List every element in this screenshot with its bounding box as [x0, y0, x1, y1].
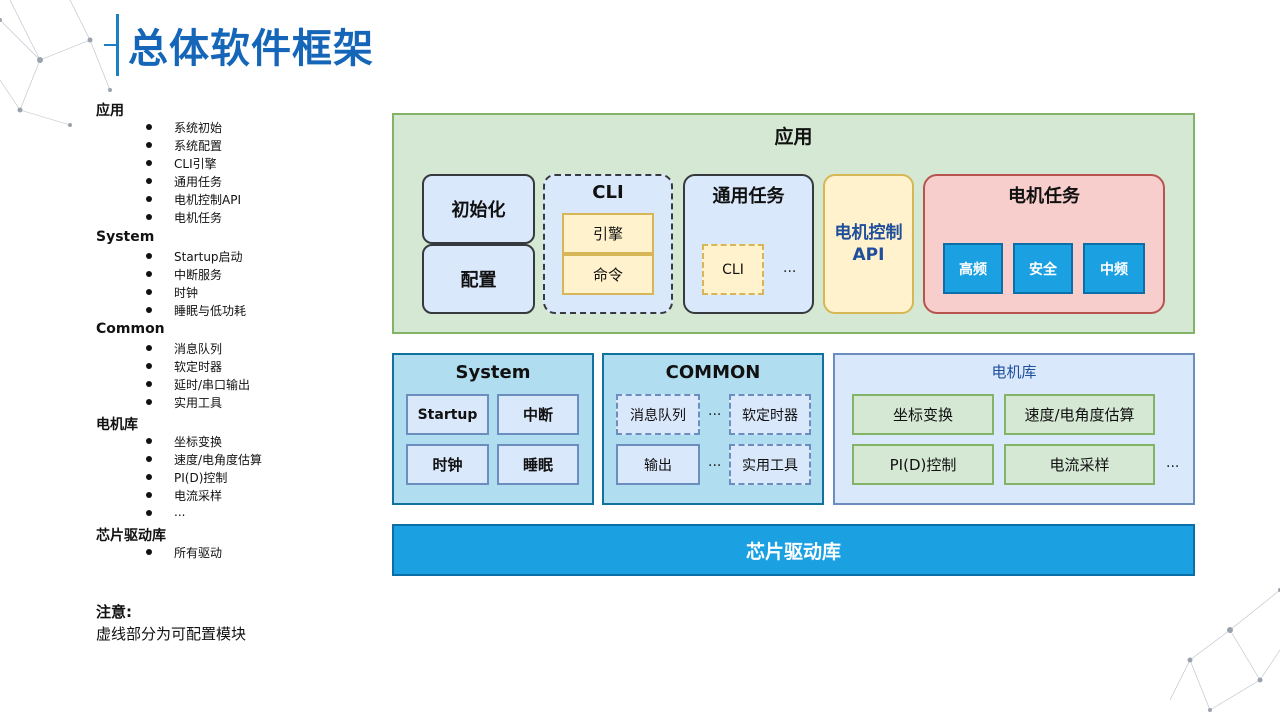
outline-section-title: System [96, 229, 155, 245]
bullet-icon [146, 214, 152, 220]
network-decoration-bottom-right-icon [1169, 588, 1280, 712]
init-box: 初始化 [422, 174, 535, 244]
config-box: 配置 [422, 244, 535, 314]
system-clock-box: 时钟 [406, 444, 489, 485]
common-utility-box: 实用工具 [729, 444, 811, 485]
bullet-icon [146, 399, 152, 405]
bullet-icon [146, 549, 152, 555]
bullet-icon [146, 345, 152, 351]
outline-item: 实用工具 [174, 396, 223, 410]
outline-item: 系统配置 [174, 139, 223, 153]
bullet-icon [146, 271, 152, 277]
common-ellipsis-2: ... [708, 454, 722, 470]
system-sleep-box: 睡眠 [497, 444, 579, 485]
cli-engine-box: 引擎 [562, 213, 654, 254]
general-task-title: 通用任务 [712, 186, 785, 207]
common-ellipsis-1: ... [708, 403, 722, 419]
motor-task-safety: 安全 [1013, 243, 1073, 294]
bullet-icon [146, 124, 152, 130]
note-title: 注意: [96, 603, 132, 621]
app-layer-title: 应用 [774, 126, 813, 148]
motor-task-high-freq: 高频 [943, 243, 1003, 294]
common-soft-timer-box: 软定时器 [729, 394, 811, 435]
outline-item: 睡眠与低功耗 [174, 304, 247, 318]
outline-section-title: 芯片驱动库 [96, 528, 166, 544]
outline-item: 中断服务 [174, 268, 223, 282]
outline-item: CLI引擎 [174, 157, 217, 171]
system-title: System [455, 362, 531, 383]
motor-lib-title: 电机库 [991, 363, 1037, 381]
bullet-icon [146, 142, 152, 148]
note-text: 虚线部分为可配置模块 [96, 625, 247, 643]
bullet-icon [146, 474, 152, 480]
bullet-icon [146, 363, 152, 369]
page-title: 总体软件框架 [128, 26, 374, 72]
motor-task-title: 电机任务 [1008, 186, 1080, 207]
bullet-icon [146, 289, 152, 295]
motor-task-mid-freq: 中频 [1083, 243, 1145, 294]
motor-lib-current-box: 电流采样 [1004, 444, 1155, 485]
cli-command-box: 命令 [562, 254, 654, 295]
common-title: COMMON [665, 362, 761, 383]
outline-item: 电流采样 [174, 489, 223, 503]
outline-section-title: 电机库 [96, 417, 138, 433]
common-msg-queue-box: 消息队列 [616, 394, 700, 435]
network-decoration-top-left-icon [0, 0, 112, 127]
outline-item: 电机任务 [174, 211, 223, 225]
outline-item: 消息队列 [174, 342, 223, 356]
outline-item: 系统初始 [174, 121, 223, 135]
motor-api-label: 电机控制 API [834, 223, 903, 265]
motor-lib-coord-box: 坐标变换 [852, 394, 994, 435]
outline-item: 电机控制API [174, 193, 241, 207]
outline-item: 时钟 [174, 286, 199, 300]
bullet-icon [146, 196, 152, 202]
outline-item: PI(D)控制 [174, 471, 228, 485]
bullet-icon [146, 492, 152, 498]
title-accent-tick [104, 44, 118, 46]
bullet-icon [146, 456, 152, 462]
outline-section-title: Common [96, 321, 165, 337]
bullet-icon [146, 178, 152, 184]
cli-title: CLI [592, 182, 624, 203]
outline-item: 速度/电角度估算 [174, 453, 263, 467]
chip-driver-layer: 芯片驱动库 [392, 524, 1195, 576]
outline-item: 坐标变换 [174, 435, 223, 449]
outline-item: ... [174, 505, 186, 519]
bullet-icon [146, 381, 152, 387]
system-interrupt-box: 中断 [497, 394, 579, 435]
outline-item: 通用任务 [174, 175, 223, 189]
common-output-box: 输出 [616, 444, 700, 485]
outline-item: 延时/串口输出 [174, 378, 251, 392]
motor-lib-pid-box: PI(D)控制 [852, 444, 994, 485]
bullet-icon [146, 253, 152, 259]
motor-lib-ellipsis: ... [1166, 455, 1180, 471]
bullet-icon [146, 438, 152, 444]
outline-item: 所有驱动 [174, 546, 223, 560]
general-task-cli-box: CLI [702, 244, 764, 295]
general-task-ellipsis: ... [783, 260, 797, 276]
outline-item: 软定时器 [174, 360, 223, 374]
outline-item: Startup启动 [174, 250, 243, 264]
motor-api-box: 电机控制 API [823, 174, 914, 314]
system-startup-box: Startup [406, 394, 489, 435]
bullet-icon [146, 510, 152, 516]
outline-section-title: 应用 [96, 103, 124, 119]
bullet-icon [146, 307, 152, 313]
motor-lib-speed-box: 速度/电角度估算 [1004, 394, 1155, 435]
bullet-icon [146, 160, 152, 166]
